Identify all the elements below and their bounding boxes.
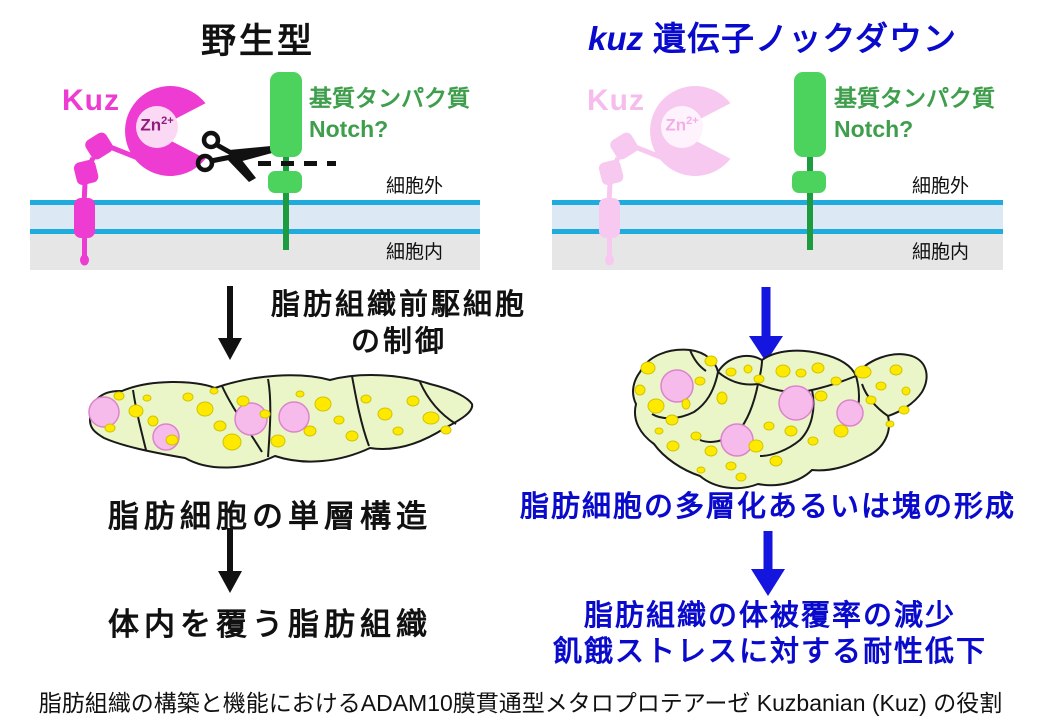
substrate-protein-right: [792, 72, 826, 250]
figure-caption: 脂肪組織の構築と機能におけるADAM10膜貫通型メタロプロテアーゼ Kuzban…: [38, 690, 1003, 716]
extracellular-label-left: 細胞外: [386, 176, 444, 197]
kuz-label-right: Kuz: [587, 84, 645, 117]
black-down-arrow-1: [218, 286, 242, 360]
zn-base: Zn: [140, 115, 162, 135]
gene-name-italic: kuz: [587, 20, 643, 57]
zinc-site-circle: [136, 106, 178, 148]
intracellular-label-left: 細胞内: [386, 242, 444, 263]
extracellular-label-right: 細胞外: [912, 176, 970, 197]
left-panel-title: 野生型: [200, 22, 315, 61]
result2-line1: 脂肪組織の体被覆率の減少: [583, 600, 956, 632]
zinc-site-circle-faded: [661, 106, 703, 148]
kuz-protease-right-faded: [598, 86, 731, 266]
zn-sup: 2+: [686, 115, 699, 127]
intracellular-label-right: 細胞内: [912, 242, 970, 263]
substrate-label-left: 基質タンパク質 Notch?: [309, 83, 470, 145]
black-down-arrow-2: [218, 528, 242, 593]
intracellular-band-right: [552, 234, 1003, 270]
result2-line2: 飢餓ストレスに対する耐性低下: [552, 636, 987, 668]
right-panel-title-rest: 遺伝子ノックダウン: [652, 20, 958, 57]
process-line2: の制御: [350, 326, 447, 358]
scissors-icon: [195, 130, 272, 182]
kuz-label-left: Kuz: [62, 84, 120, 117]
kuz-protease-left: [73, 86, 206, 266]
adipocyte-clump-illustration: [632, 348, 928, 490]
process-line1: 脂肪組織前駆細胞: [270, 289, 527, 321]
cell-membrane-right: [552, 200, 1003, 234]
pacman-catalytic-domain: [125, 86, 206, 176]
zn-sup: 2+: [161, 115, 174, 127]
result2-right: 脂肪組織の体被覆率の減少 飢餓ストレスに対する耐性低下: [506, 598, 1034, 670]
substrate-name: 基質タンパク質: [834, 85, 995, 111]
cell-membrane-left: [30, 200, 480, 234]
blue-down-arrow-1: [749, 287, 783, 362]
zinc-label-right: Zn2+: [655, 115, 709, 136]
substrate-candidate: Notch?: [309, 116, 389, 142]
result1-left: 脂肪細胞の単層構造: [108, 499, 432, 534]
substrate-label-right: 基質タンパク質 Notch?: [834, 83, 995, 145]
zn-base: Zn: [665, 115, 687, 135]
substrate-candidate: Notch?: [834, 116, 914, 142]
pacman-catalytic-domain-faded: [650, 86, 731, 176]
result1-right: 脂肪細胞の多層化あるいは塊の形成: [519, 491, 1016, 523]
process-caption-left: 脂肪組織前駆細胞 の制御: [252, 287, 546, 361]
zinc-label-left: Zn2+: [130, 115, 184, 136]
substrate-name: 基質タンパク質: [309, 85, 470, 111]
intracellular-band-left: [30, 234, 480, 270]
substrate-protein-left: [258, 72, 336, 250]
result2-left: 体内を覆う脂肪組織: [108, 607, 432, 642]
adipocyte-monolayer-illustration: [88, 374, 474, 469]
blue-down-arrow-2: [751, 531, 785, 596]
